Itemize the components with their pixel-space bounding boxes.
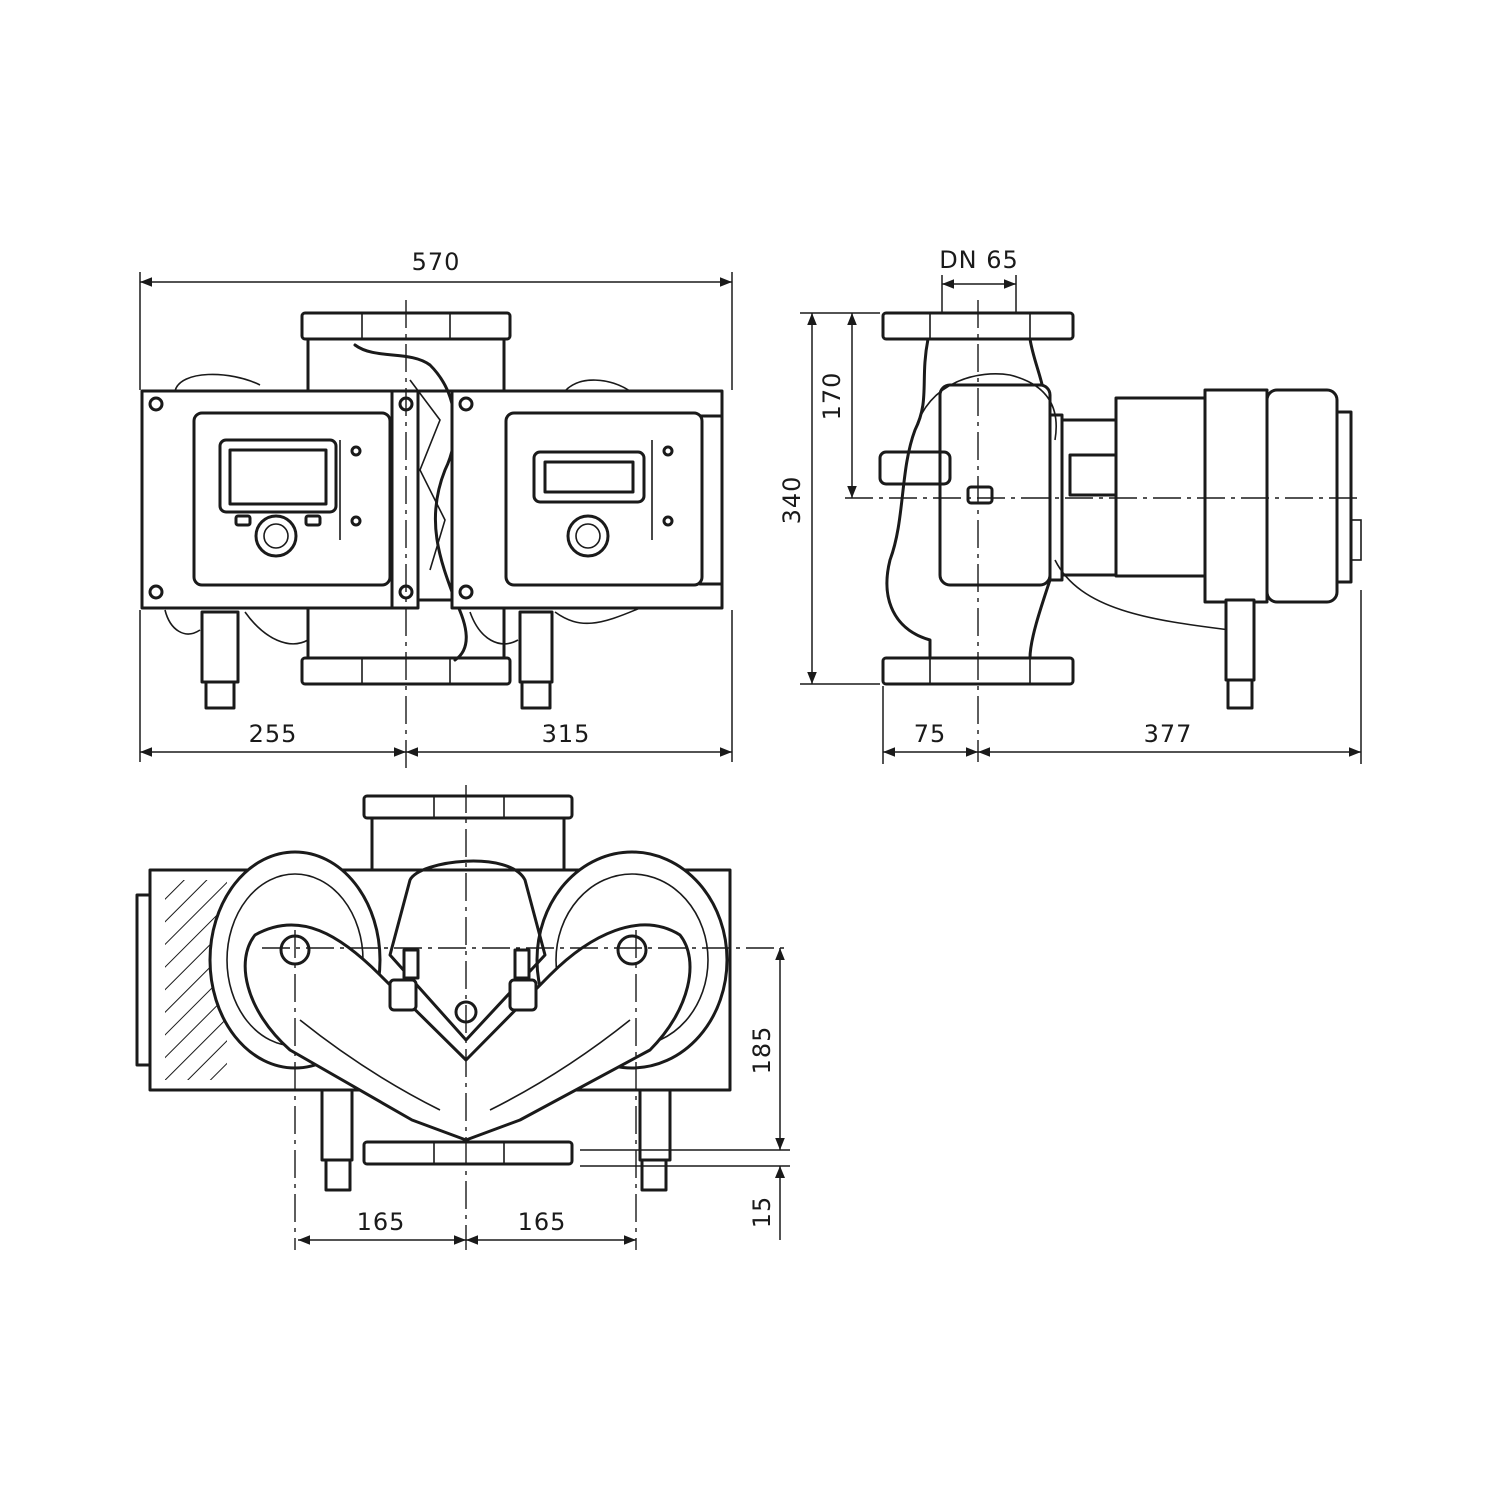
- right-control-panel: [504, 411, 704, 587]
- left-control-panel: [192, 411, 392, 587]
- right-display-frame: [532, 450, 646, 504]
- plan-top-flange: [362, 794, 574, 820]
- pump-casing: [353, 343, 468, 662]
- left-button-icon: [234, 514, 252, 527]
- side-port: [878, 450, 952, 486]
- right-support-foot: [518, 610, 554, 684]
- left-display: [228, 448, 328, 506]
- side-volute: [885, 337, 932, 660]
- dim-nominal-diameter: DN 65: [939, 246, 1019, 274]
- left-display-frame: [218, 438, 338, 514]
- dim-overall-height: 340: [778, 476, 806, 525]
- dim-base-offset: 15: [748, 1196, 776, 1229]
- right-foot-bolt: [520, 680, 552, 710]
- left-button-icon: [304, 514, 322, 527]
- plan-center-housing: [388, 859, 547, 1042]
- left-control-knob-icon: [254, 514, 298, 558]
- left-support-foot: [200, 610, 240, 684]
- plan-right-axis-icon: [616, 934, 648, 966]
- side-motor-flange: [938, 383, 1052, 587]
- plan-v-casing: [243, 923, 692, 1142]
- dim-flange-to-axis: 170: [818, 372, 846, 421]
- right-control-knob-icon: [566, 514, 610, 558]
- side-foot-bolt: [1226, 678, 1254, 710]
- plan-left-foot: [320, 1088, 354, 1162]
- right-display: [543, 460, 635, 494]
- plan-right-foot: [638, 1088, 672, 1162]
- dim-motor-spacing-right: 165: [518, 1208, 567, 1236]
- side-view: DN 65 340 170 75 377: [778, 246, 1362, 764]
- side-module-cover: [1265, 388, 1339, 604]
- dim-overall-width: 570: [412, 248, 461, 276]
- plan-bottom-flange: [362, 1140, 574, 1166]
- side-support-foot: [1224, 598, 1256, 682]
- dim-pipe-axis-to-motor-end: 377: [1144, 720, 1193, 748]
- dim-motor-spacing-left: 165: [357, 1208, 406, 1236]
- left-foot-bolt: [204, 680, 236, 710]
- dim-axis-to-right: 315: [542, 720, 591, 748]
- dim-axis-offset: 185: [748, 1026, 776, 1075]
- dim-flange-to-pipe-axis: 75: [914, 720, 947, 748]
- dim-left-to-axis: 255: [249, 720, 298, 748]
- top-view: 165 165 185 15: [135, 785, 790, 1250]
- front-view: 570 255 315: [139, 248, 733, 768]
- side-module-front: [1203, 388, 1269, 604]
- side-motor-body: [1114, 396, 1214, 578]
- left-module-side: [390, 389, 420, 610]
